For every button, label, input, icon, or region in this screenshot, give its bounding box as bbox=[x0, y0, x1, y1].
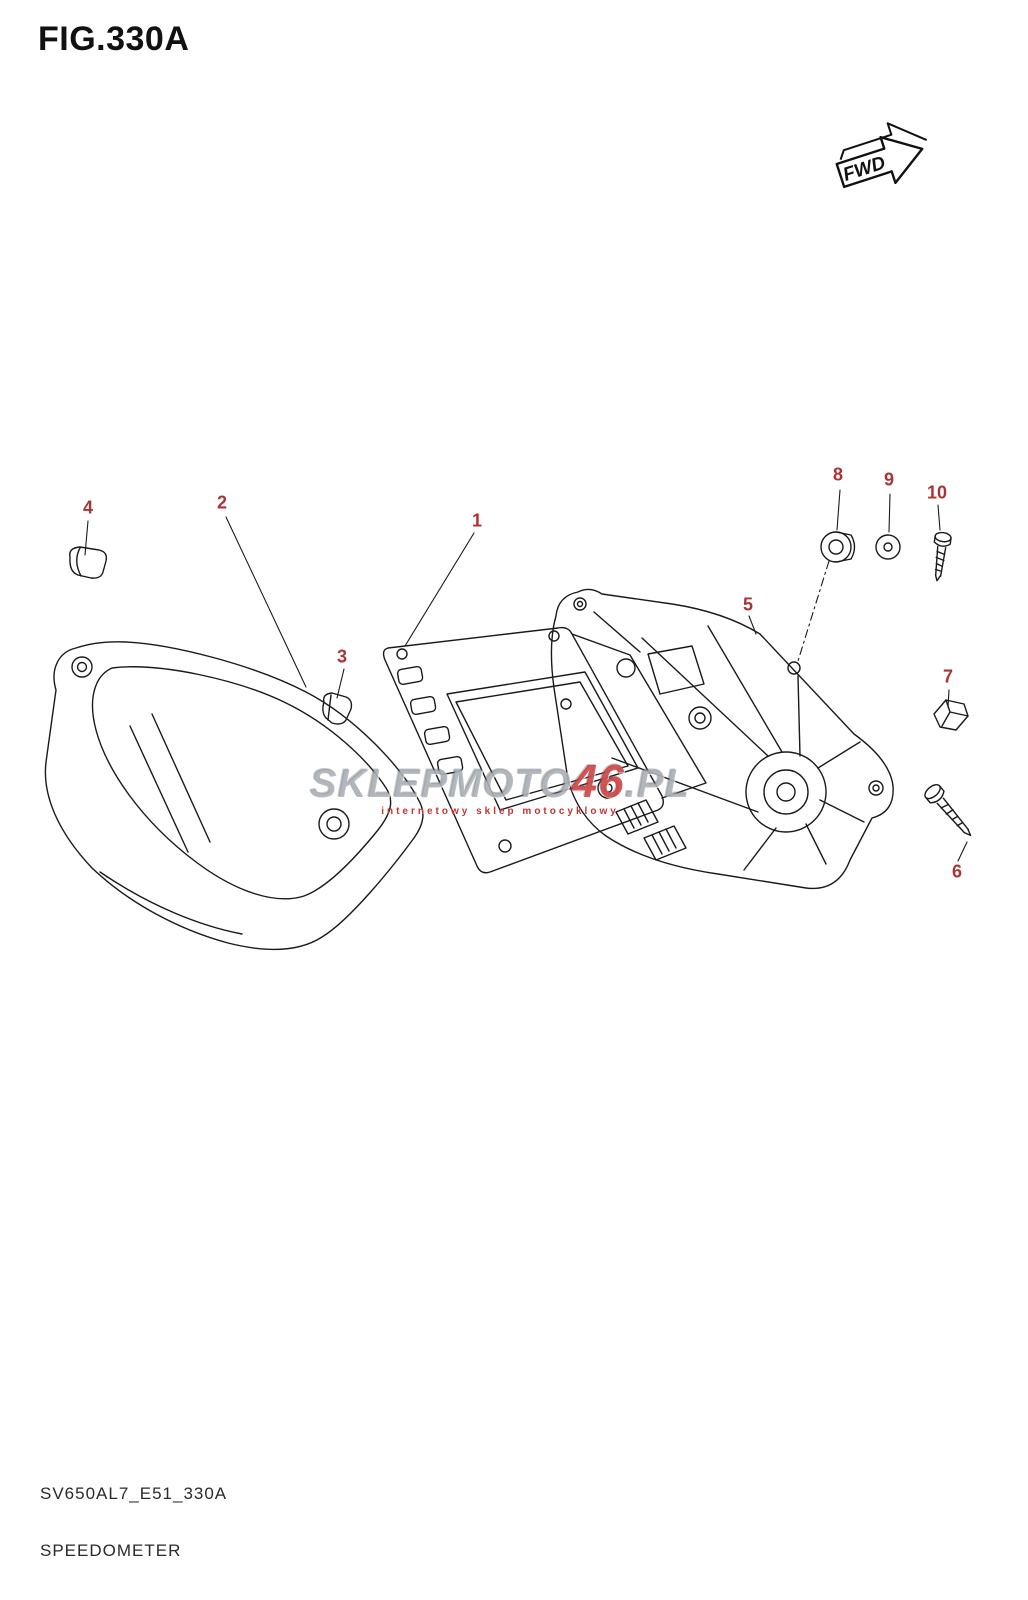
part-meter-cover bbox=[44, 641, 424, 951]
part-cushion-small bbox=[322, 692, 353, 725]
part-screw-small bbox=[933, 531, 952, 582]
part-speedometer bbox=[382, 626, 707, 874]
leader-lines bbox=[84, 489, 968, 862]
part-washer bbox=[875, 534, 901, 560]
figure-name: SPEEDOMETER bbox=[40, 1541, 182, 1560]
callout-4: 4 bbox=[82, 497, 94, 518]
part-cushion-grommet bbox=[820, 531, 856, 563]
part-rear-cover bbox=[550, 588, 894, 890]
part-screw-large bbox=[924, 783, 972, 837]
callout-9: 9 bbox=[883, 469, 895, 490]
figure-title: FIG.330A bbox=[38, 20, 190, 58]
callout-10: 10 bbox=[926, 482, 948, 503]
part-cap bbox=[69, 546, 108, 579]
callout-5: 5 bbox=[742, 594, 754, 615]
callout-6: 6 bbox=[951, 861, 963, 882]
fwd-arrow: FWD bbox=[826, 112, 950, 208]
footer: SV650AL7_E51_330A SPEEDOMETER bbox=[40, 1484, 227, 1561]
figure-code: SV650AL7_E51_330A bbox=[40, 1484, 228, 1503]
callout-1: 1 bbox=[471, 510, 483, 531]
fwd-arrow-icon: FWD bbox=[835, 122, 928, 189]
callout-7: 7 bbox=[942, 666, 954, 687]
callout-3: 3 bbox=[336, 646, 348, 667]
part-clamp bbox=[933, 699, 969, 731]
callout-2: 2 bbox=[216, 492, 228, 513]
callout-8: 8 bbox=[832, 464, 844, 485]
